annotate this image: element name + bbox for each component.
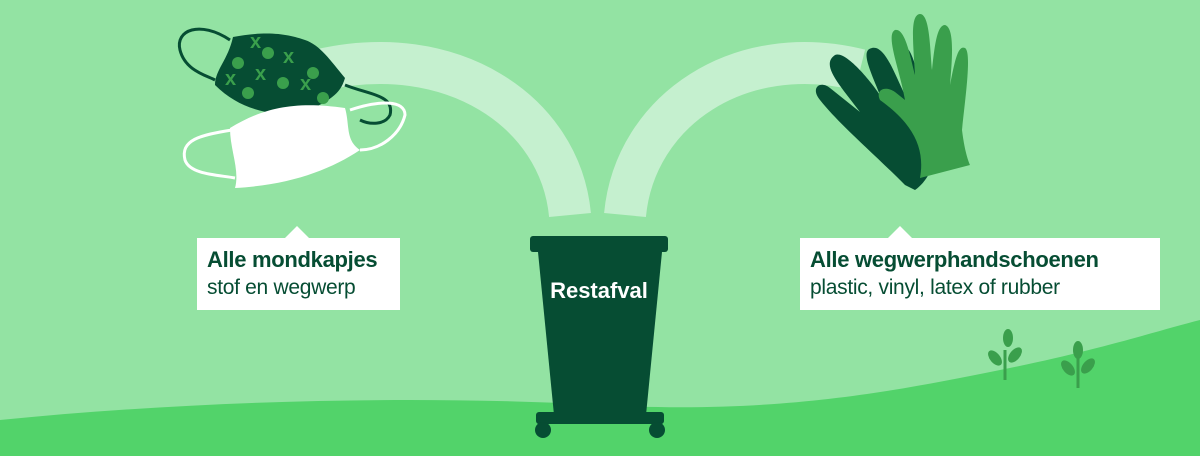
bin-label: Restafval [550, 278, 648, 303]
plant-icon [988, 329, 1095, 388]
ground [0, 320, 1200, 456]
svg-text:x: x [300, 73, 311, 95]
disposable-mask-icon [182, 101, 407, 188]
masks-label: Alle mondkapjes stof en wegwerp [197, 226, 400, 310]
svg-text:x: x [283, 46, 294, 68]
svg-text:x: x [225, 68, 236, 90]
bin-icon [530, 236, 668, 438]
svg-text:x: x [250, 31, 261, 53]
gloves-icon [815, 14, 970, 191]
masks-subtitle: stof en wegwerp [207, 276, 356, 299]
gloves-subtitle: plastic, vinyl, latex of rubber [810, 276, 1060, 299]
gloves-label: Alle wegwerphandschoenen plastic, vinyl,… [800, 226, 1160, 310]
arc-left [315, 42, 591, 218]
masks-title: Alle mondkapjes [207, 247, 378, 272]
gloves-title: Alle wegwerphandschoenen [810, 247, 1099, 272]
svg-text:x: x [255, 63, 266, 85]
fabric-mask-icon: x x x x x [177, 27, 393, 125]
arc-right [604, 42, 866, 218]
